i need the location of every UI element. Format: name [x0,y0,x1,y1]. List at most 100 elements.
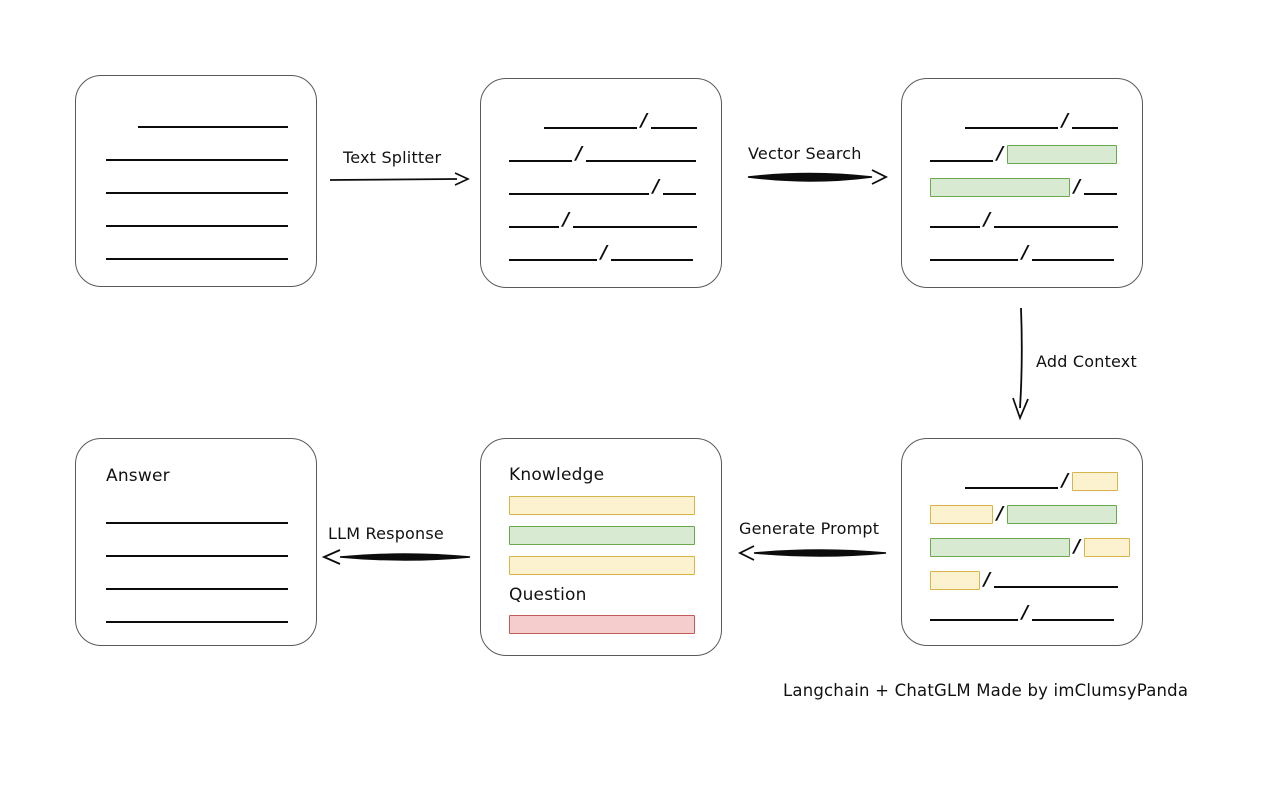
highlight-chunk-yellow [930,570,980,590]
chunk-separator-slash: / [562,209,570,230]
text-row: / [481,110,721,132]
box-prompt[interactable]: Knowledge Question [480,438,722,656]
arrow-text-splitter [329,172,470,186]
box-split-chunks[interactable]: / / / / / [480,78,722,288]
text-line [509,209,559,231]
text-row [76,241,316,263]
arrow-label-text-splitter: Text Splitter [343,148,442,167]
text-line [965,470,1058,492]
text-line [138,109,288,131]
highlight-chunk-yellow [1084,537,1130,557]
text-line [930,602,1018,624]
arrow-label-llm-response: LLM Response [328,524,444,543]
answer-heading: Answer [106,466,170,486]
chunk-separator-slash: / [1073,536,1081,557]
box-matched-chunks[interactable]: / / / / / [901,78,1143,288]
text-line [106,208,288,230]
chunk-separator-slash: / [983,569,991,590]
text-row [76,175,316,197]
box-source-document[interactable] [75,75,317,287]
arrow-label-generate-prompt: Generate Prompt [739,519,880,538]
chunk-separator-slash: / [652,176,660,197]
text-row [76,109,316,131]
text-row [76,604,316,626]
text-row: / [481,143,721,165]
text-line [1072,110,1118,132]
chunk-separator-slash: / [600,242,608,263]
chunk-separator-slash: / [1021,602,1029,623]
text-line [930,143,993,165]
text-row: / [481,209,721,231]
text-line [1032,242,1114,264]
highlight-chunk-green [930,537,1070,557]
text-row [76,505,316,527]
text-row: / [902,242,1142,264]
text-line [965,110,1058,132]
chunk-separator-slash: / [996,143,1004,164]
text-row: / [902,602,1142,624]
text-row: / [902,176,1142,198]
chunk-separator-slash: / [1073,176,1081,197]
arrow-generate-prompt [737,545,887,561]
text-line [509,143,572,165]
chunk-separator-slash: / [983,209,991,230]
text-row: / [481,242,721,264]
knowledge-bar-1 [509,496,695,515]
highlight-chunk-green [1007,504,1117,524]
footer-credit: Langchain + ChatGLM Made by imClumsyPand… [783,681,1189,700]
text-line [611,242,693,264]
text-line [106,241,288,263]
highlight-chunk-green [1007,144,1117,164]
text-line [586,143,696,165]
text-row: / [481,176,721,198]
text-row: / [902,569,1142,591]
text-line [106,142,288,164]
text-line [544,110,637,132]
knowledge-heading: Knowledge [509,465,605,485]
arrow-label-vector-search: Vector Search [748,144,862,163]
text-line [106,604,288,626]
highlight-chunk-yellow [930,504,993,524]
text-line [106,505,288,527]
text-row: / [902,536,1142,558]
text-row [76,208,316,230]
arrow-label-add-context: Add Context [1036,352,1137,371]
text-line [1084,176,1117,198]
question-heading: Question [509,585,587,605]
highlight-chunk-yellow [1072,471,1118,491]
text-line [509,242,597,264]
text-row [76,571,316,593]
text-row [76,142,316,164]
box-answer[interactable]: Answer [75,438,317,646]
highlight-chunk-green [930,177,1070,197]
arrow-add-context [1012,307,1029,421]
chunk-separator-slash: / [1021,242,1029,263]
text-line [573,209,697,231]
text-line [930,209,980,231]
text-line [106,538,288,560]
knowledge-bar-3 [509,556,695,575]
text-row [76,538,316,560]
text-line [994,569,1118,591]
text-line [663,176,696,198]
arrow-vector-search [747,169,889,185]
text-line [509,176,649,198]
text-row: / [902,143,1142,165]
text-line [651,110,697,132]
chunk-separator-slash: / [1061,470,1069,491]
chunk-separator-slash: / [1061,110,1069,131]
text-row: / [902,209,1142,231]
text-row: / [902,470,1142,492]
text-line [1032,602,1114,624]
box-context-chunks[interactable]: / / / / / [901,438,1143,646]
arrow-llm-response [321,549,471,565]
text-row: / [902,110,1142,132]
text-line [994,209,1118,231]
chunk-separator-slash: / [575,143,583,164]
text-line [106,175,288,197]
text-line [106,571,288,593]
text-line [930,242,1018,264]
chunk-separator-slash: / [996,503,1004,524]
question-bar-1 [509,615,695,634]
